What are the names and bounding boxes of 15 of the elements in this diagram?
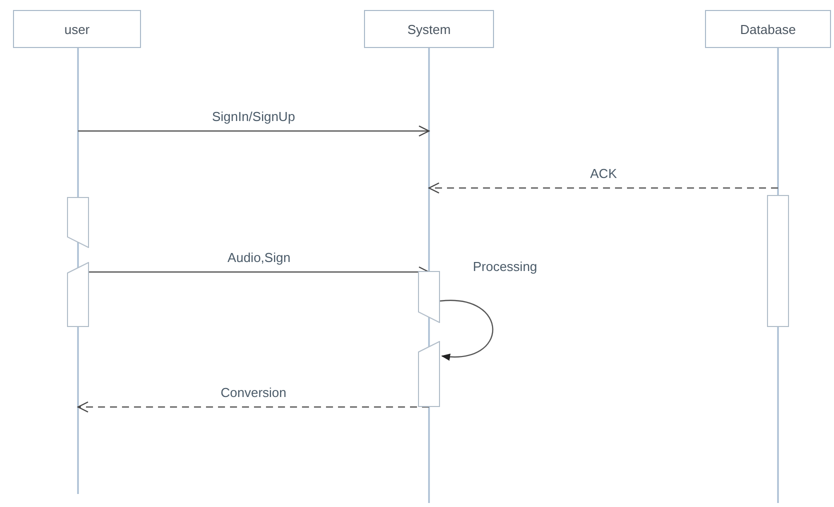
message-arrow bbox=[77, 401, 429, 413]
participant-name: System bbox=[407, 22, 451, 36]
participant-name: Database bbox=[740, 22, 796, 36]
message-label: Audio,Sign bbox=[226, 250, 292, 265]
participant-box bbox=[364, 10, 494, 48]
participant-box bbox=[705, 10, 831, 48]
participant-name: user bbox=[64, 22, 90, 36]
message-label: SignIn/SignUp bbox=[210, 109, 298, 124]
message-label: Conversion bbox=[218, 385, 288, 400]
self-message-arrow bbox=[440, 300, 494, 360]
message-arrow bbox=[78, 125, 430, 137]
participant-box bbox=[13, 10, 141, 48]
message-arrow bbox=[428, 182, 778, 194]
message-label: Processing bbox=[470, 259, 540, 274]
message-label: ACK bbox=[588, 166, 619, 181]
